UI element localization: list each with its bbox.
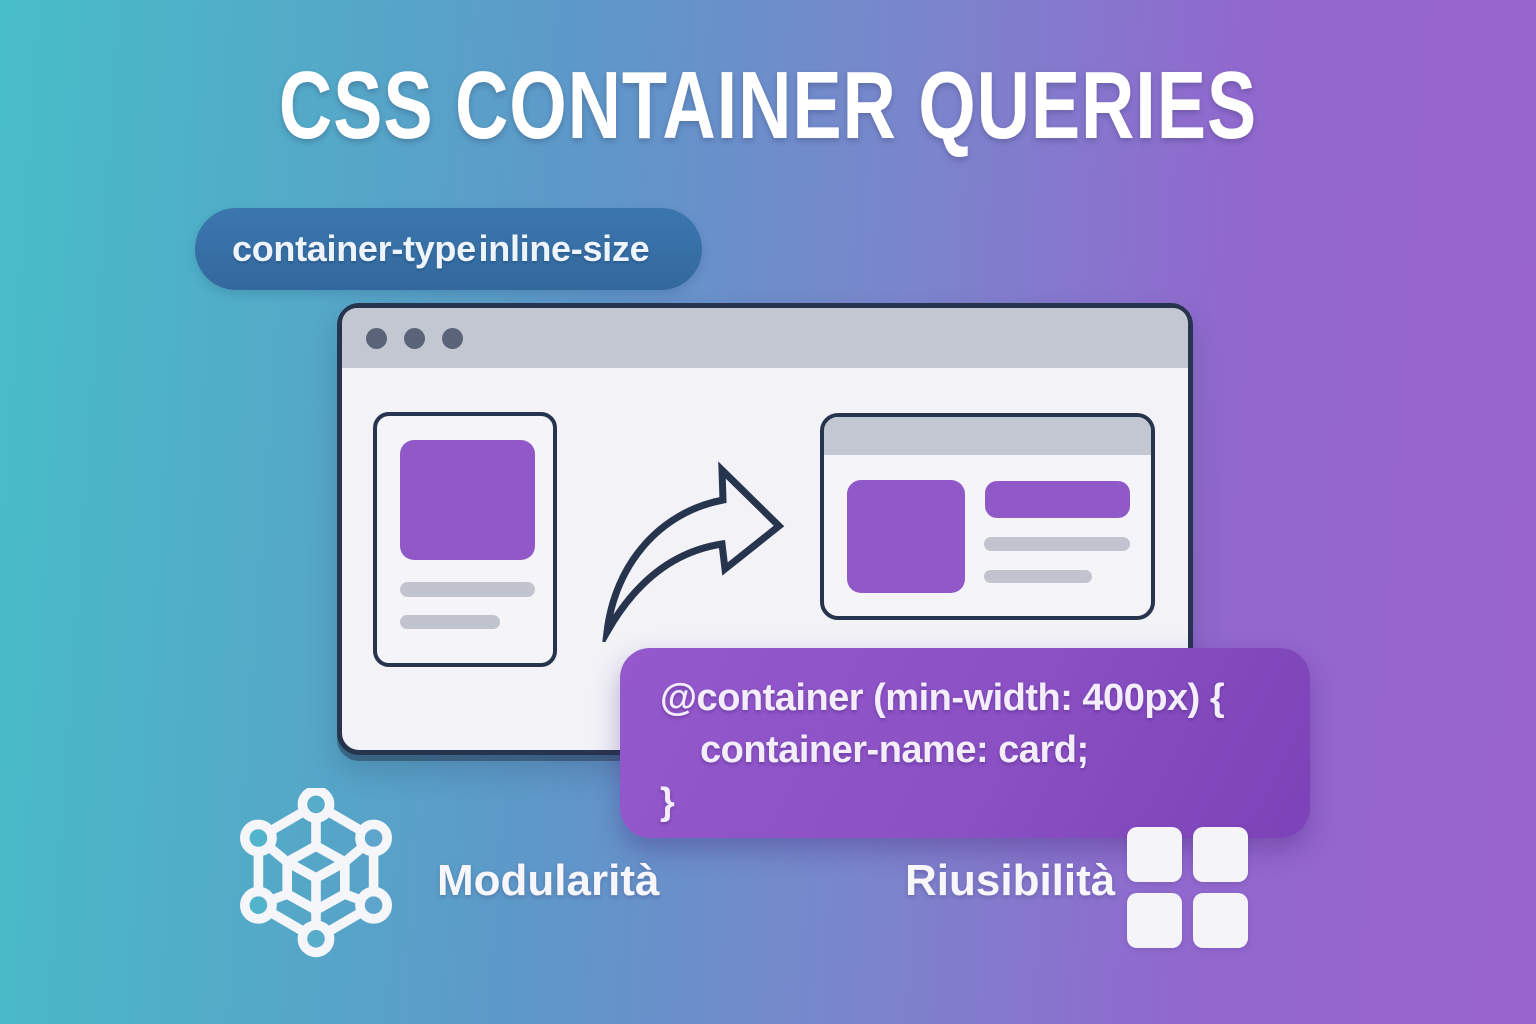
grid-icon	[1127, 827, 1248, 948]
browser-window	[337, 303, 1193, 755]
page-title: CSS CONTAINER QUERIES	[278, 51, 1258, 159]
grid-icon-cell	[1193, 893, 1248, 948]
card-title-placeholder	[985, 481, 1130, 518]
grid-icon-cell	[1193, 827, 1248, 882]
card-text-line	[984, 570, 1092, 583]
card-text-line	[400, 582, 535, 597]
window-control-dot	[366, 328, 387, 349]
css-property-badge-label: container-type inline-size	[232, 228, 650, 269]
transform-arrow-icon	[602, 461, 785, 642]
code-snippet-block: @container (min-width: 400px) { containe…	[620, 648, 1310, 838]
code-line: container-name: card;	[700, 729, 1089, 771]
code-line: }	[660, 781, 675, 823]
card-text-line	[984, 537, 1130, 551]
grid-icon-cell	[1127, 893, 1182, 948]
grid-icon-cell	[1127, 827, 1182, 882]
css-property-badge: container-type inline-size	[195, 208, 702, 290]
narrow-card-mockup	[373, 412, 557, 667]
window-control-dot	[442, 328, 463, 349]
card-image-placeholder	[400, 440, 535, 560]
reusability-label: Riusibilità	[905, 856, 1116, 905]
card-image-placeholder	[847, 480, 965, 593]
modularity-label: Modularità	[437, 856, 660, 905]
cube-network-icon	[239, 788, 392, 958]
wide-card-mockup	[820, 413, 1155, 620]
wide-card-header	[824, 417, 1151, 455]
code-line: @container (min-width: 400px) {	[660, 677, 1225, 719]
browser-titlebar	[342, 308, 1188, 368]
window-control-dot	[404, 328, 425, 349]
card-text-line	[400, 615, 500, 629]
